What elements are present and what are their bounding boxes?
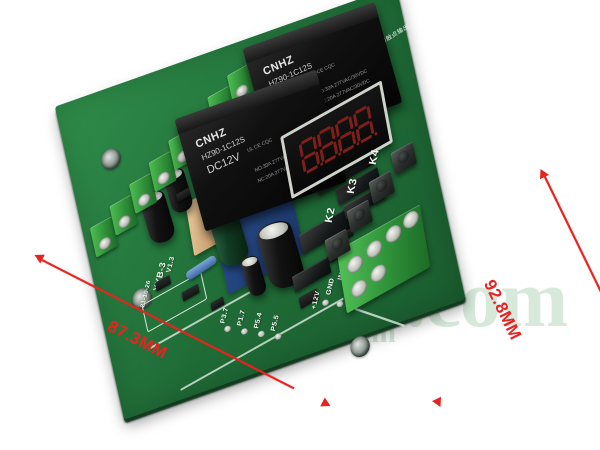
display-digit: [352, 104, 378, 145]
button-k4-label: K4: [367, 148, 382, 166]
silkscreen-pin-p3-7: P3.7: [219, 306, 231, 325]
button-k4[interactable]: [390, 141, 418, 176]
pcb-substrate: YYB-3 V1.3 21-10-26 继电器常开常闭触点输出 输入 1 路信号: [54, 0, 466, 420]
silkscreen-pin-p1-7: P1.7: [236, 309, 247, 327]
mounting-hole: [348, 333, 372, 360]
dimension-arrow-height-start: [536, 166, 549, 180]
silkscreen-pin-p5-5: P5.5: [270, 314, 281, 332]
solder-pad: [257, 329, 266, 339]
solder-pad: [274, 332, 283, 341]
silkscreen-terminal-gnd: GND: [325, 277, 337, 296]
relay-1-cert-marks: UL CE CQC: [246, 137, 274, 155]
solder-pad: [336, 299, 344, 309]
dimension-line-height: [543, 174, 600, 401]
silkscreen-pin-p5-4: P5.4: [253, 311, 264, 330]
dimension-arrow-height-end: [432, 396, 445, 410]
solder-pad: [223, 324, 232, 333]
solder-pad: [240, 327, 249, 336]
silkscreen-trace: [355, 307, 405, 327]
pcb-assembly: YYB-3 V1.3 21-10-26 继电器常开常闭触点输出 输入 1 路信号: [30, 0, 513, 450]
mounting-hole: [99, 145, 123, 173]
silkscreen-version: V1.3: [165, 256, 177, 274]
